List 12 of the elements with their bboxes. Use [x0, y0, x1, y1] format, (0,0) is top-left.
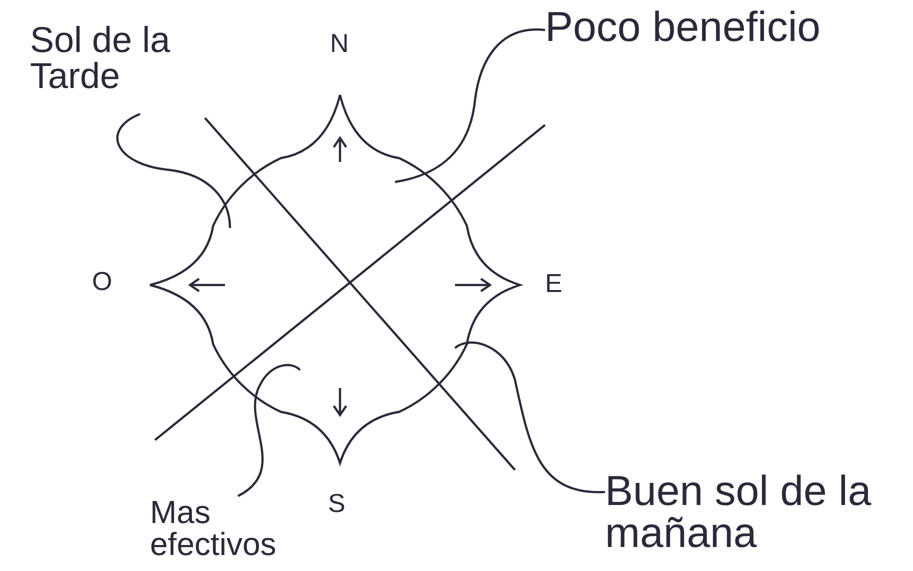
compass-direction-label: S	[328, 490, 346, 516]
callout-text: Buen sol de la mañana	[605, 470, 905, 554]
callout-text: Sol de la Tarde	[30, 22, 220, 94]
callout-text: Mas efectivos	[150, 496, 320, 560]
callout-text: Poco beneficio	[545, 6, 905, 48]
compass-direction-label: E	[545, 270, 562, 296]
leader-line	[394, 28, 546, 184]
compass-direction-label: N	[330, 30, 349, 56]
compass-direction-label: O	[92, 268, 112, 294]
leader-line	[237, 364, 301, 497]
leader-line	[454, 342, 606, 494]
leader-line	[116, 113, 232, 228]
